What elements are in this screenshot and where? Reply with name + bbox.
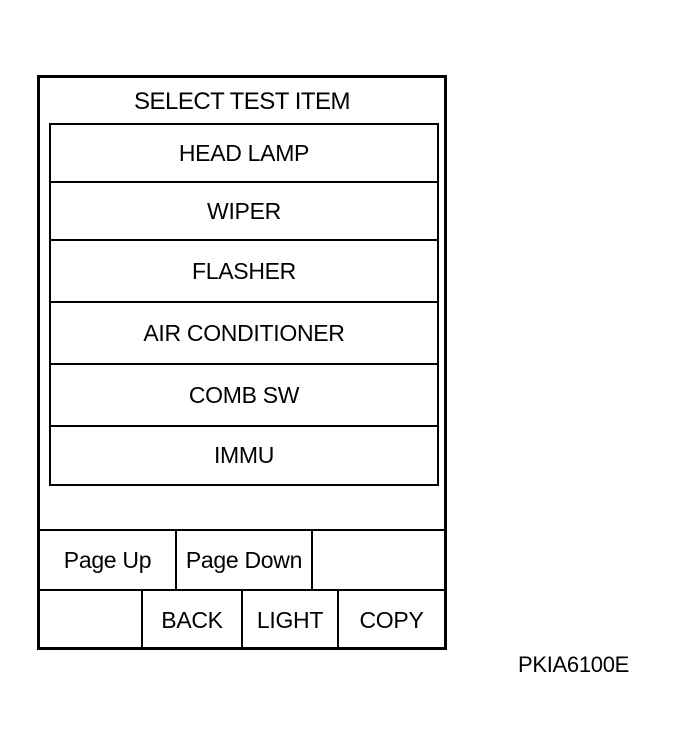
- menu-item-head-lamp[interactable]: HEAD LAMP: [51, 125, 437, 183]
- menu-item-comb-sw[interactable]: COMB SW: [51, 365, 437, 427]
- page-up-button[interactable]: Page Up: [63, 546, 152, 573]
- menu-item-wiper[interactable]: WIPER: [51, 183, 437, 241]
- page-button-row: Page Up Page Down: [40, 529, 444, 589]
- back-button[interactable]: BACK: [161, 607, 223, 633]
- menu-item-immu[interactable]: IMMU: [213, 442, 275, 468]
- divider: [337, 591, 339, 650]
- light-button[interactable]: LIGHT: [256, 607, 324, 633]
- page-down-button[interactable]: Page Down: [185, 546, 303, 573]
- screen-title: SELECT TEST ITEM: [133, 88, 351, 115]
- figure-code: PKIA6100E: [518, 652, 630, 677]
- bottom-button-row: BACK LIGHT COPY: [40, 589, 444, 650]
- empty-button-slot: [40, 591, 141, 650]
- consult-screen: SELECT TEST ITEM HEAD LAMP WIPER FLASHER…: [37, 75, 447, 650]
- menu-item-flasher[interactable]: FLASHER: [51, 241, 437, 303]
- divider: [311, 531, 313, 589]
- divider: [175, 531, 177, 589]
- copy-button[interactable]: COPY: [359, 607, 424, 633]
- divider: [241, 591, 243, 650]
- menu-item-air-conditioner[interactable]: AIR CONDITIONER: [51, 303, 437, 365]
- divider: [141, 591, 143, 650]
- empty-button-slot: [313, 531, 444, 589]
- test-item-list: HEAD LAMP WIPER FLASHER AIR CONDITIONER …: [49, 123, 439, 486]
